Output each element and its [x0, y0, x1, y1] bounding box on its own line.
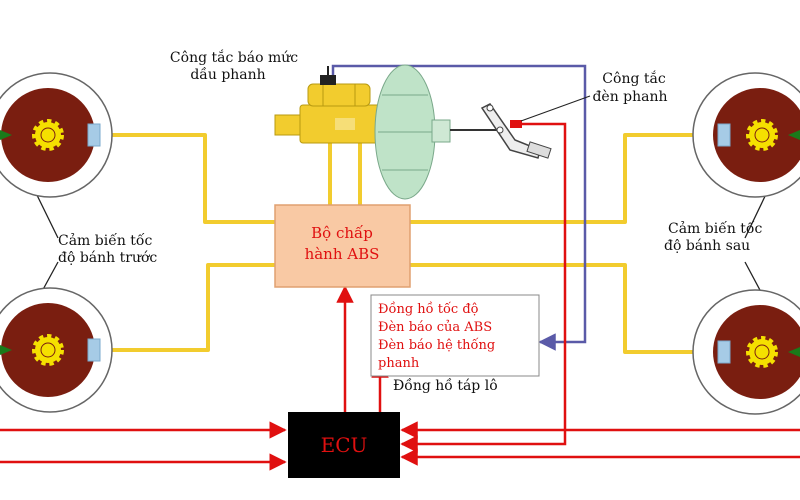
- wheel-front-right: [692, 72, 800, 198]
- speed-sensor-rear-left: [87, 338, 101, 362]
- ecu-box: [288, 412, 400, 478]
- brake-pedal: [450, 103, 552, 159]
- gear-icon: [32, 119, 64, 151]
- fluid-switch-label-line1: Công tắc báo mức: [170, 48, 298, 66]
- speed-sensor-front-left: [87, 123, 101, 147]
- actuator-label-line2: hành ABS: [305, 245, 380, 263]
- hydraulic-line-front-left: [100, 133, 275, 224]
- wheel-rear-right: [692, 289, 800, 415]
- hydraulic-line-front-right: [410, 133, 720, 224]
- gear-icon: [32, 334, 64, 366]
- signal-lines: [0, 122, 800, 471]
- brake-booster: [374, 64, 451, 200]
- dash-item-brake: phanh: [378, 356, 420, 371]
- dashboard-box: [370, 294, 540, 377]
- hydraulic-lines: [100, 133, 720, 354]
- abs-actuator: [274, 204, 411, 288]
- dashboard-label: Đồng hồ táp lô: [393, 377, 498, 394]
- rear-sensor-label-line2: độ bánh sau: [664, 238, 750, 254]
- dash-item-abs-light: Đèn báo của ABS: [378, 320, 492, 335]
- hydraulic-line-rear-left: [100, 263, 275, 352]
- speed-sensor-rear-right: [717, 340, 731, 364]
- dash-item-speedometer: Đồng hồ tốc độ: [378, 301, 479, 317]
- speed-sensor-front-right: [717, 123, 731, 147]
- front-sensor-label-line2: độ bánh trước: [58, 250, 157, 266]
- wheel-front-left: [0, 72, 113, 198]
- brake-light-switch: [510, 120, 522, 128]
- ecu-label: ECU: [321, 433, 368, 457]
- master-cylinder: [274, 66, 381, 144]
- actuator-label-line1: Bộ chấp: [311, 224, 373, 242]
- fluid-switch-label-line2: dầu phanh: [190, 66, 265, 83]
- hydraulic-line-rear-right: [410, 263, 720, 354]
- fluid-level-switch: [320, 75, 336, 85]
- gear-icon: [746, 119, 778, 151]
- front-sensor-label-line1: Cảm biến tốc: [58, 232, 152, 249]
- gear-icon: [746, 336, 778, 368]
- brake-light-switch-pointer: [520, 95, 591, 122]
- rear-sensor-label-line1: Cảm biến tốc: [668, 220, 762, 237]
- wheel-rear-left: [0, 287, 113, 413]
- fluid-switch-wire: [331, 64, 587, 351]
- brake-light-switch-wire: [400, 122, 567, 453]
- brake-light-switch-label-line1: Công tắc: [602, 69, 666, 87]
- dash-item-brake-light: Đèn báo hệ thống: [378, 337, 495, 353]
- brake-light-switch-label-line2: đèn phanh: [592, 89, 667, 105]
